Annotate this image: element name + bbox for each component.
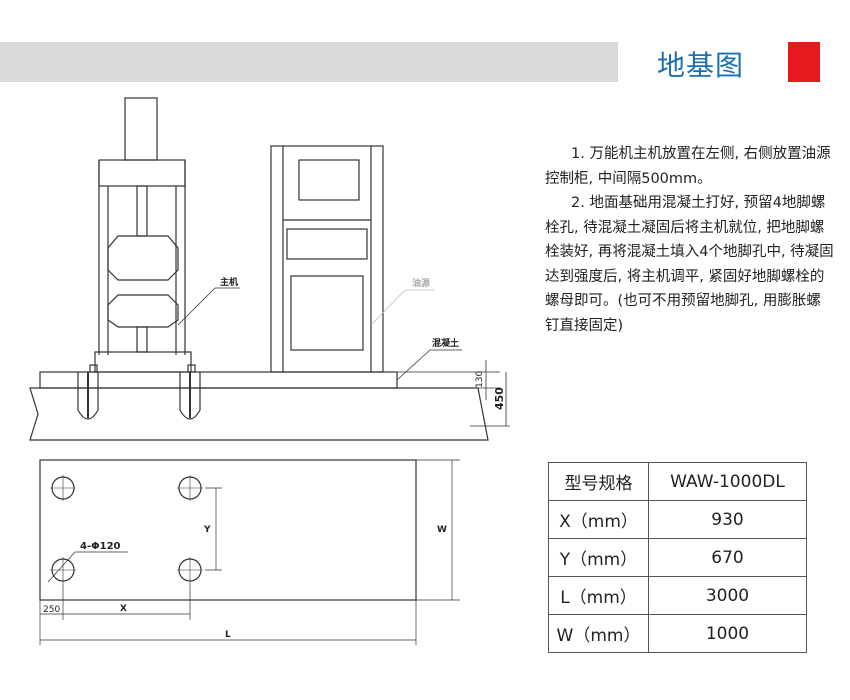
dim-450: 450 xyxy=(493,387,506,410)
concrete-ground xyxy=(29,360,510,441)
table-row: W（mm） 1000 xyxy=(548,614,807,653)
foundation-drawing: 主机 油源 混凝土 130 450 4-Φ120 Y W 250 X L xyxy=(29,97,510,645)
note-2: 2. 地面基础用混凝土打好, 预留4地脚螺栓孔, 待混凝土凝固后将主机就位, 把… xyxy=(545,195,834,334)
spec-table: 型号规格 WAW-1000DL X（mm） 930 Y（mm） 670 L（mm… xyxy=(548,462,807,653)
dim-holes: 4-Φ120 xyxy=(80,541,121,552)
label-oil-source: 油源 xyxy=(412,277,430,289)
header-band xyxy=(0,42,618,82)
plan-view xyxy=(39,459,460,645)
row-label: W（mm） xyxy=(548,614,649,653)
table-row: Y（mm） 670 xyxy=(548,538,807,577)
row-label: X（mm） xyxy=(548,500,649,539)
dim-l: L xyxy=(225,630,231,640)
table-header-row: 型号规格 WAW-1000DL xyxy=(548,462,807,501)
dim-250: 250 xyxy=(43,605,60,615)
page-title: 地基图 xyxy=(657,49,745,82)
row-value: 670 xyxy=(648,538,807,577)
installation-notes: 1. 万能机主机放置在左侧, 右侧放置油源控制柜, 中间隔500mm。 2. 地… xyxy=(545,142,835,338)
header-cell: WAW-1000DL xyxy=(648,462,807,501)
oil-cabinet xyxy=(270,145,384,373)
main-machine xyxy=(89,97,196,373)
dim-130: 130 xyxy=(475,371,485,388)
row-value: 1000 xyxy=(648,614,807,653)
dim-w: W xyxy=(437,525,447,535)
table-row: X（mm） 930 xyxy=(548,500,807,539)
label-main-machine: 主机 xyxy=(220,276,238,288)
note-1: 1. 万能机主机放置在左侧, 右侧放置油源控制柜, 中间隔500mm。 xyxy=(545,146,831,187)
accent-square xyxy=(788,42,820,82)
row-value: 930 xyxy=(648,500,807,539)
label-concrete: 混凝土 xyxy=(432,337,459,349)
row-value: 3000 xyxy=(648,576,807,615)
dim-y: Y xyxy=(203,525,211,535)
row-label: Y（mm） xyxy=(548,538,649,577)
dim-x: X xyxy=(120,604,127,614)
header-cell: 型号规格 xyxy=(548,462,649,501)
table-row: L（mm） 3000 xyxy=(548,576,807,615)
row-label: L（mm） xyxy=(548,576,649,615)
